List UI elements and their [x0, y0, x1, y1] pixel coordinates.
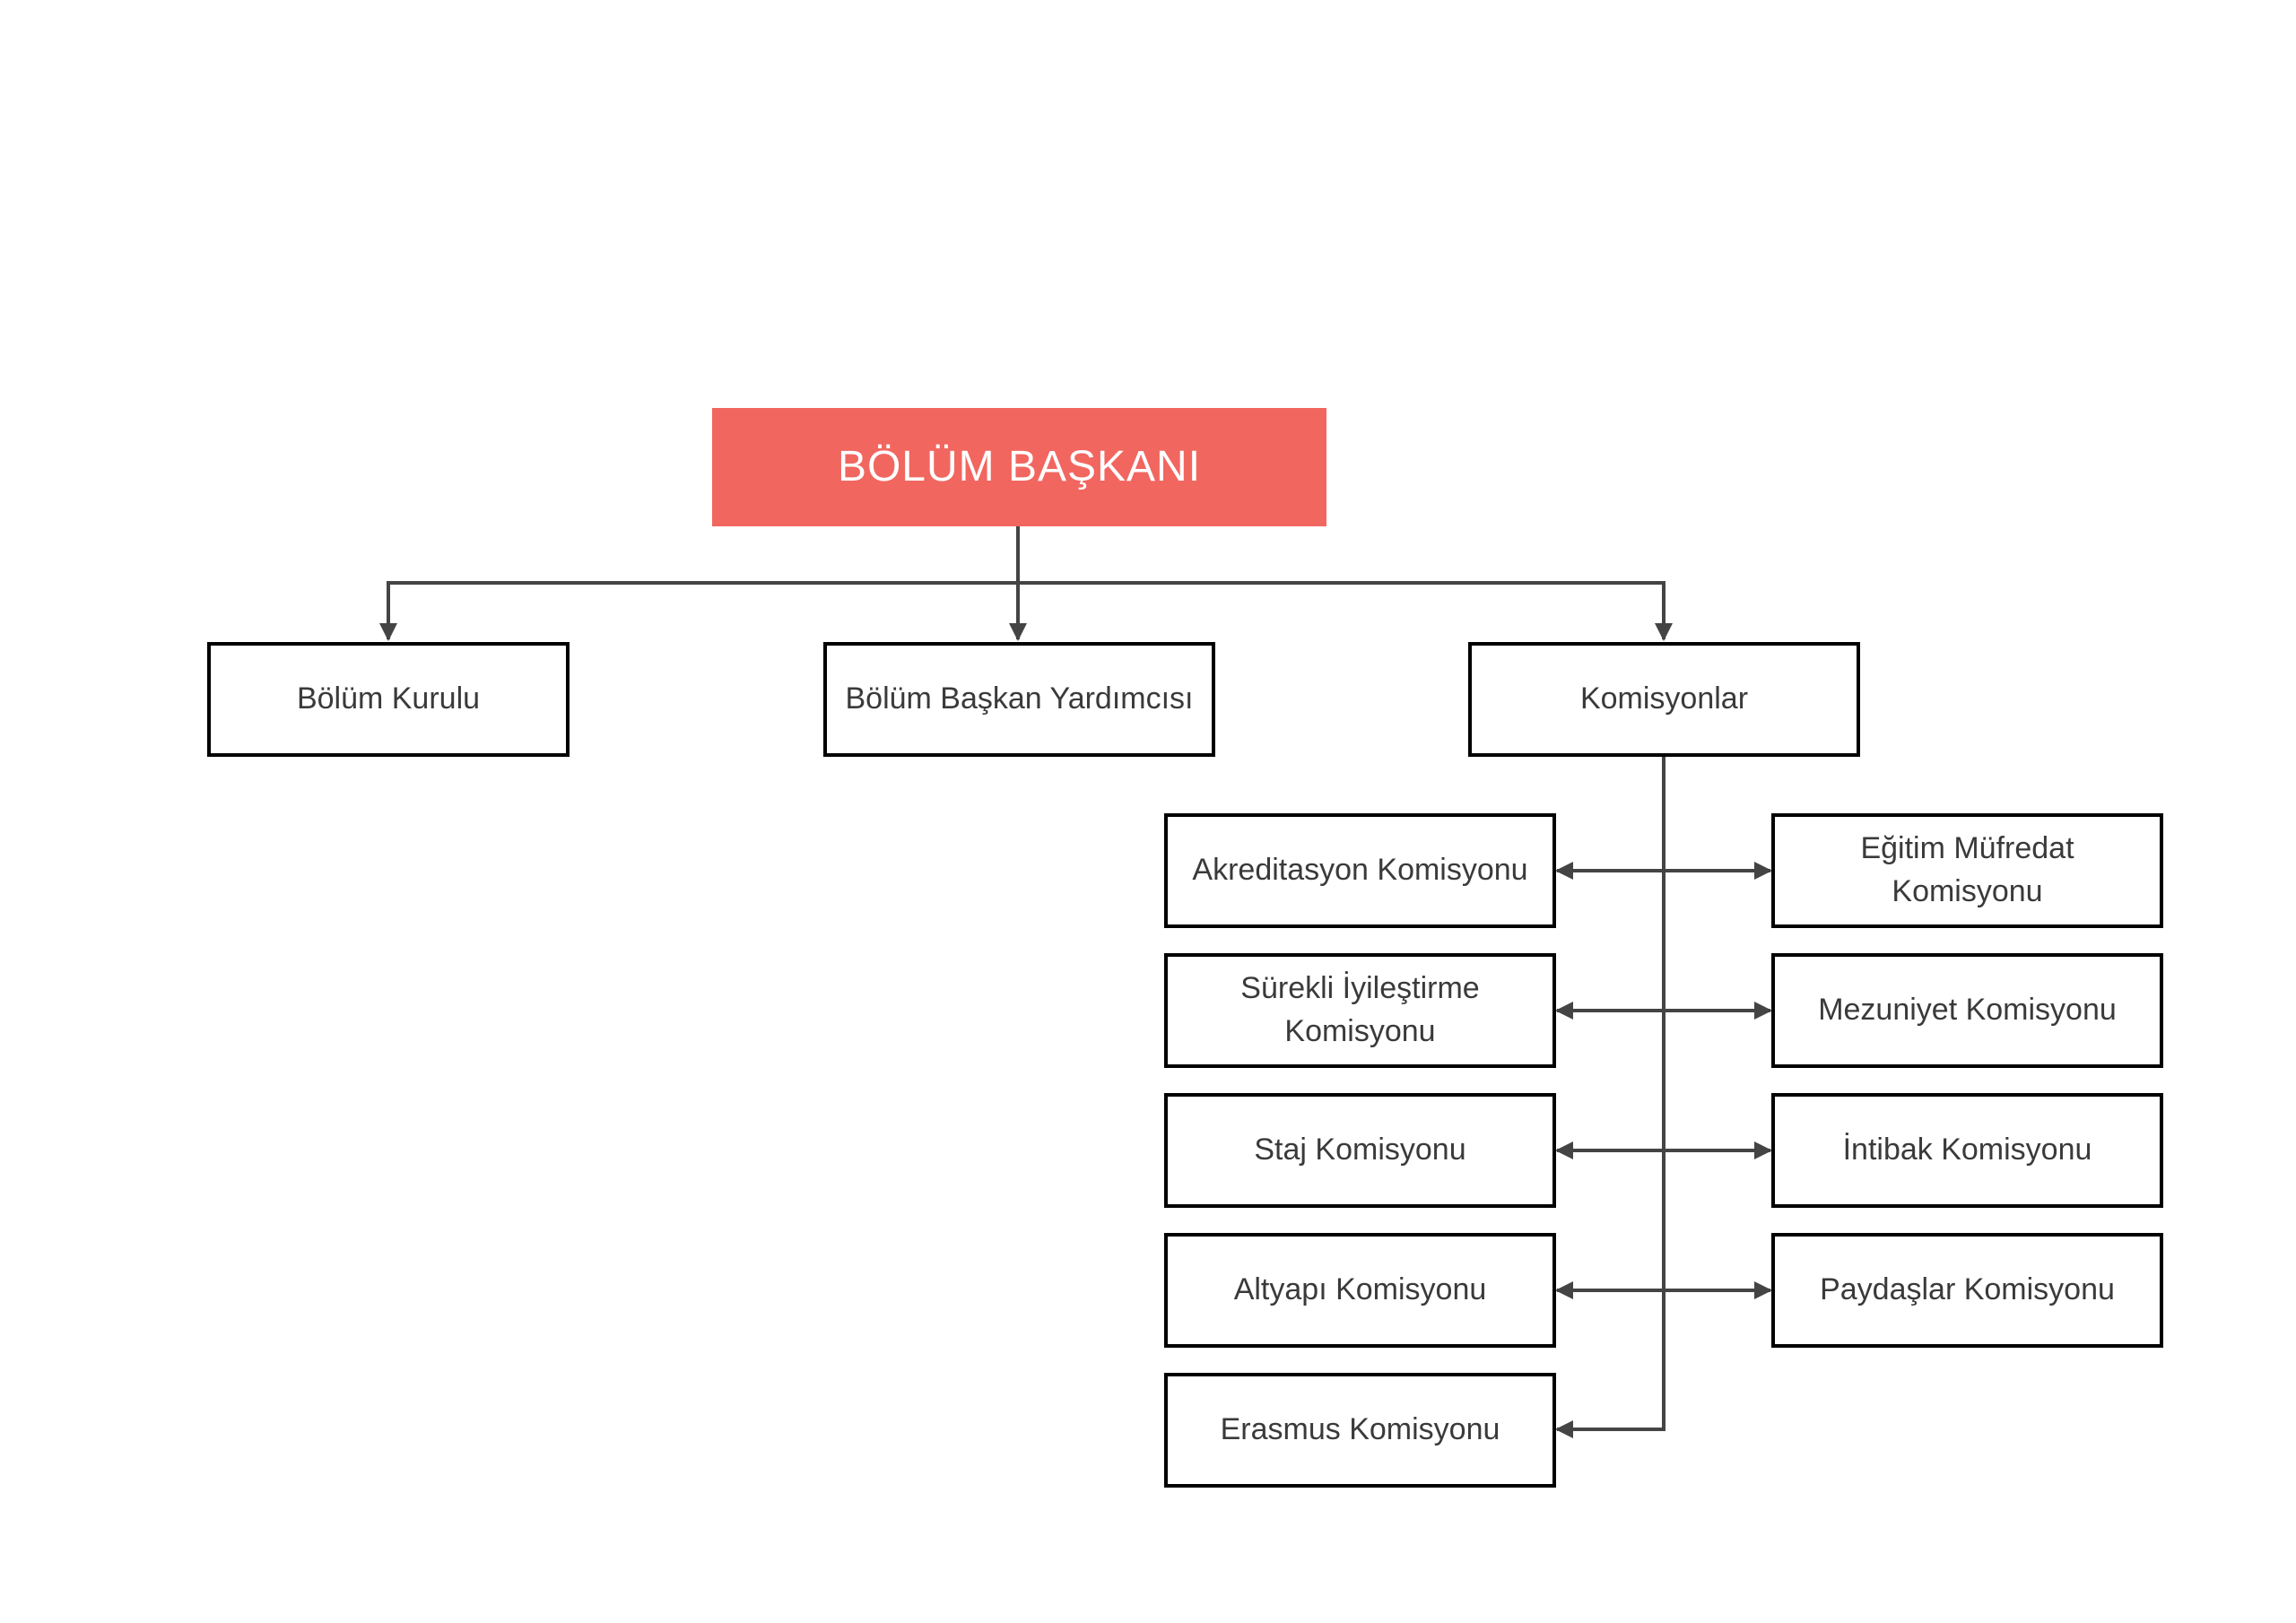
- department-head-box: BÖLÜM BAŞKANI: [712, 408, 1326, 526]
- continuous-improvement-commission-box: Sürekli İyileştirme Komisyonu: [1164, 953, 1556, 1068]
- stakeholders-commission-box: Paydaşlar Komisyonu: [1771, 1233, 2163, 1348]
- internship-commission-label: Staj Komisyonu: [1254, 1133, 1466, 1167]
- accreditation-commission-label: Akreditasyon Komisyonu: [1192, 853, 1528, 888]
- department-board-label: Bölüm Kurulu: [296, 681, 481, 716]
- transfer-commission-box: İntibak Komisyonu: [1771, 1093, 2163, 1208]
- infrastructure-commission-box: Altyapı Komisyonu: [1164, 1233, 1556, 1348]
- curriculum-commission-box: Eğitim Müfredat Komisyonu: [1771, 813, 2163, 928]
- commissions-label: Komisyonlar: [1579, 681, 1749, 716]
- commissions-box: Komisyonlar: [1468, 642, 1860, 757]
- erasmus-commission-label: Erasmus Komisyonu: [1220, 1412, 1500, 1447]
- graduation-commission-label: Mezuniyet Komisyonu: [1818, 993, 2117, 1028]
- continuous-improvement-commission-label: Sürekli İyileştirme Komisyonu: [1240, 971, 1480, 1048]
- graduation-commission-box: Mezuniyet Komisyonu: [1771, 953, 2163, 1068]
- accreditation-commission-box: Akreditasyon Komisyonu: [1164, 813, 1556, 928]
- department-board-box: Bölüm Kurulu: [207, 642, 570, 757]
- infrastructure-commission-label: Altyapı Komisyonu: [1233, 1272, 1487, 1307]
- erasmus-commission-box: Erasmus Komisyonu: [1164, 1373, 1556, 1488]
- transfer-commission-label: İntibak Komisyonu: [1842, 1133, 2092, 1167]
- department-head-label: BÖLÜM BAŞKANI: [837, 443, 1202, 491]
- curriculum-commission-label: Eğitim Müfredat Komisyonu: [1860, 831, 2074, 908]
- deputy-head-label: Bölüm Başkan Yardımcısı: [845, 681, 1194, 716]
- stakeholders-commission-label: Paydaşlar Komisyonu: [1820, 1272, 2115, 1307]
- deputy-head-box: Bölüm Başkan Yardımcısı: [823, 642, 1215, 757]
- internship-commission-box: Staj Komisyonu: [1164, 1093, 1556, 1208]
